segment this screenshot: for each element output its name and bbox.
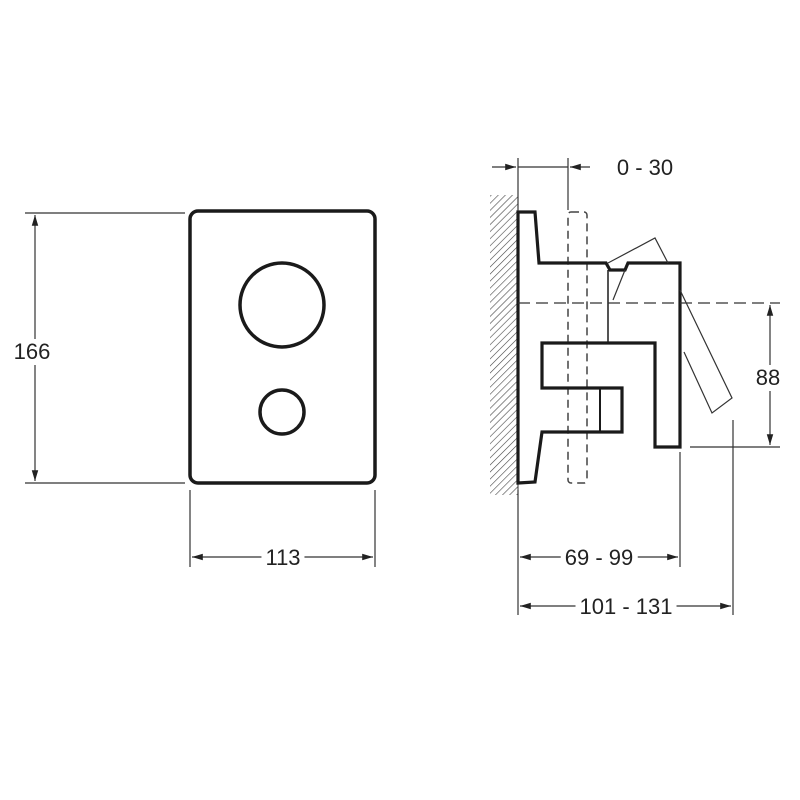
lever-lower-position	[679, 289, 733, 414]
side-view	[490, 195, 780, 495]
extended-plate-outline	[567, 211, 588, 484]
front-dimensions	[25, 212, 376, 567]
mixer-body-outline	[516, 210, 682, 485]
cover-plate	[188, 209, 377, 485]
wall-hatch	[490, 195, 518, 495]
lever-depth-label: 101 - 131	[575, 594, 677, 620]
height-label: 166	[9, 339, 55, 365]
width-label: 113	[261, 545, 305, 571]
diverter-knob	[258, 388, 306, 436]
body-depth-label: 69 - 99	[560, 545, 638, 571]
front-view	[188, 209, 377, 485]
lever-upper-position	[607, 237, 669, 301]
center-height-label: 88	[751, 365, 785, 391]
wall-offset-label: 0 - 30	[612, 155, 678, 181]
main-control-knob	[238, 261, 326, 349]
